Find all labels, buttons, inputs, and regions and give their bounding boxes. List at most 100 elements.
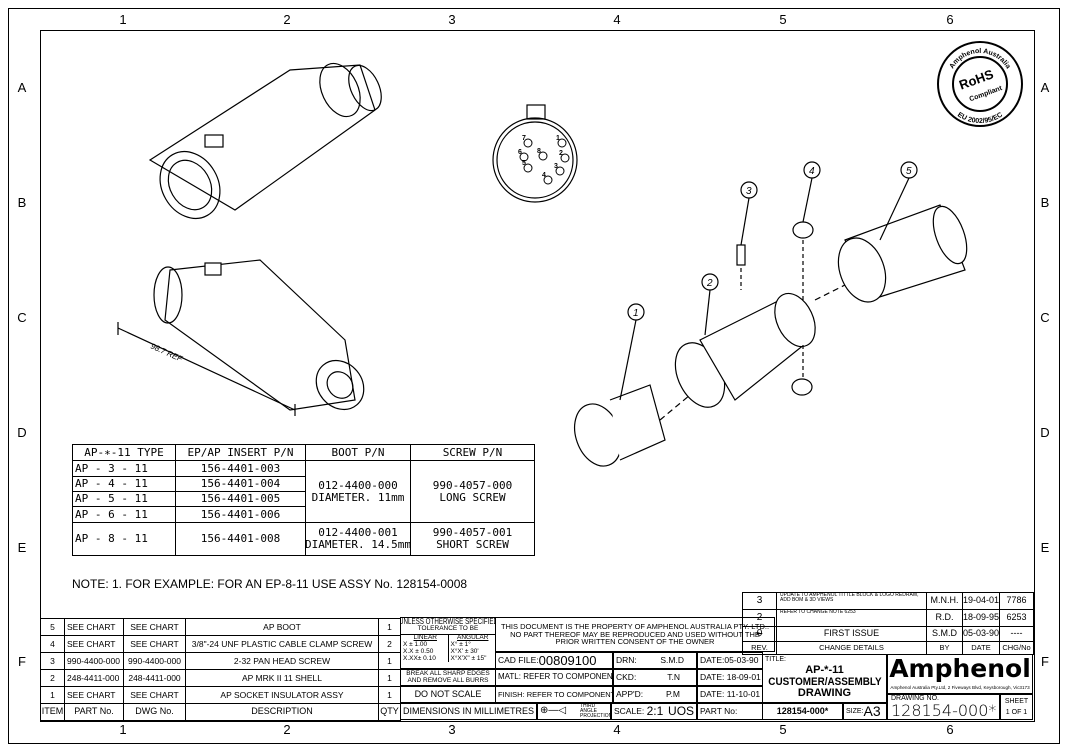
pin-number: 4: [542, 172, 546, 179]
linear-heading: LINEAR: [413, 634, 437, 642]
tolerance-sub: TOLERANCE TO BE: [417, 625, 479, 633]
ckd-label: CKD:: [616, 672, 637, 683]
part-no-label: PART No:: [697, 703, 763, 720]
type-cell: AP - 8 - 11: [72, 522, 176, 556]
bom-part-cell: 248-4411-000: [64, 669, 124, 687]
revision-chg-cell: 7786: [999, 592, 1034, 610]
zone-row-label: B: [17, 195, 27, 210]
assembly-note: NOTE: 1. FOR EXAMPLE: FOR AN EP-8-11 USE…: [72, 577, 468, 591]
bom-header: DWG No.: [123, 703, 186, 721]
drawing-no-box: DRAWING NO. 128154-000*: [887, 694, 1000, 720]
revision-rev-cell: 3: [742, 592, 777, 610]
dimension-label: 98.7 REF: [149, 342, 185, 364]
bom-part-cell: SEE CHART: [64, 618, 124, 636]
zone-col-label: 6: [946, 12, 954, 27]
pin-number: 6: [518, 149, 522, 156]
bom-item-cell: 5: [40, 618, 65, 636]
drawn-by: DRN:S.M.D: [613, 652, 697, 669]
material: MATL: REFER TO COMPONENT: [495, 669, 613, 686]
app-label: APP'D:: [616, 689, 644, 700]
insert-cell: 156-4401-005: [175, 491, 306, 507]
pin-face-view: [492, 104, 578, 203]
revision-header: REV.: [742, 641, 777, 655]
bom-dwg-cell: SEE CHART: [123, 618, 186, 636]
zone-col-label: 1: [119, 12, 127, 27]
sheet-box: SHEET 1 OF 1: [1000, 694, 1033, 720]
bom-item-cell: 4: [40, 635, 65, 653]
title-box: TITLE: AP-*-11 CUSTOMER/ASSEMBLY DRAWING: [762, 654, 887, 703]
bom-desc-cell: AP MRK II 11 SHELL: [185, 669, 379, 687]
pin-socket: [543, 175, 553, 185]
revision-details-cell: REFER TO CHANGE NOTE 6253: [776, 609, 927, 627]
cad-value: 00809100: [538, 652, 597, 668]
bom-qty-cell: 1: [378, 669, 401, 687]
zone-col-label: 1: [119, 722, 127, 737]
type-cell: AP - 5 - 11: [72, 491, 176, 507]
sheet-label: SHEET: [1004, 697, 1029, 705]
pin-number: 3: [554, 163, 558, 170]
type-table-header: SCREW P/N: [410, 444, 535, 461]
cad-label: CAD FILE:: [498, 655, 539, 666]
part-no-value: 128154-000*: [762, 703, 843, 720]
bom-qty-cell: 1: [378, 686, 401, 704]
drawing-no-label: DRAWING NO.: [891, 695, 939, 702]
revision-date-cell: 18-09-95: [962, 609, 1000, 627]
pin-socket: [538, 151, 548, 161]
balloon-2: 2: [701, 273, 719, 336]
screw_b-line: 990-4057-001: [432, 526, 513, 540]
zone-row-label: C: [17, 310, 27, 325]
linear-tol: X.XX± 0.10: [403, 654, 436, 662]
angular-tol: X° ± 1°: [450, 641, 471, 649]
bom-header: DESCRIPTION: [185, 703, 379, 721]
zone-row-label: F: [1041, 654, 1049, 669]
revision-rev-cell: 0: [742, 626, 777, 642]
zone-col-label: 5: [779, 12, 787, 27]
zone-row-label: C: [1040, 310, 1050, 325]
pin-number: 5: [522, 160, 526, 167]
type-table-header: AP-∗-11 TYPE: [72, 444, 176, 461]
bom-desc-cell: 3/8"-24 UNF PLASTIC CABLE CLAMP SCREW: [185, 635, 379, 653]
size-label: SIZE:: [846, 707, 864, 715]
zone-col-label: 2: [283, 722, 291, 737]
bom-part-cell: 990-4400-000: [64, 652, 124, 670]
zone-row-label: D: [17, 425, 27, 440]
balloon-number: 4: [809, 166, 815, 177]
uos: UOS: [668, 704, 695, 719]
pin-number: 7: [522, 135, 526, 142]
zone-col-label: 2: [283, 12, 291, 27]
bom-header: QTY: [378, 703, 401, 721]
revision-header: CHANGE DETAILS: [776, 641, 927, 655]
bom-dwg-cell: 248-4411-000: [123, 669, 186, 687]
balloon-4: 4: [802, 161, 821, 223]
boot_b-line: 012-4400-001: [318, 526, 398, 540]
revision-date-cell: 19-04-01: [962, 592, 1000, 610]
screw_b-line: SHORT SCREW: [436, 538, 509, 551]
bom-qty-cell: 1: [378, 652, 401, 670]
screw_a-line: 990-4057-000: [432, 478, 513, 492]
revision-by-cell: S.M.D: [926, 626, 963, 642]
revision-by-cell: R.D.: [926, 609, 963, 627]
tolerance-block: UNLESS OTHERWISE SPECIFIED TOLERANCE TO …: [400, 617, 496, 669]
finish: FINISH: REFER TO COMPONENT: [495, 686, 613, 703]
revision-date-cell: 05-03-90: [962, 626, 1000, 642]
do-not-scale: DO NOT SCALE: [400, 686, 496, 703]
amphenol-logo: Amphenol: [887, 654, 1033, 684]
balloon-3: 3: [740, 181, 758, 246]
revision-header: CHG/No: [999, 641, 1034, 655]
balloon-5: 5: [879, 161, 918, 241]
boot_a-line: DIAMETER. 11mm: [311, 490, 405, 504]
boot_b-line: DIAMETER. 14.5mm: [305, 538, 411, 551]
revision-details-cell: FIRST ISSUE: [776, 626, 927, 642]
angular-heading: ANGULAR: [457, 634, 489, 642]
revision-chg-cell: ----: [999, 626, 1034, 642]
type-table-header: BOOT P/N: [305, 444, 411, 461]
bom-item-cell: 3: [40, 652, 65, 670]
scale: SCALE: 2:1 UOS: [611, 703, 697, 720]
revision-by-cell: M.N.H.: [926, 592, 963, 610]
tolerance-title: UNLESS OTHERWISE SPECIFIED: [400, 617, 496, 626]
